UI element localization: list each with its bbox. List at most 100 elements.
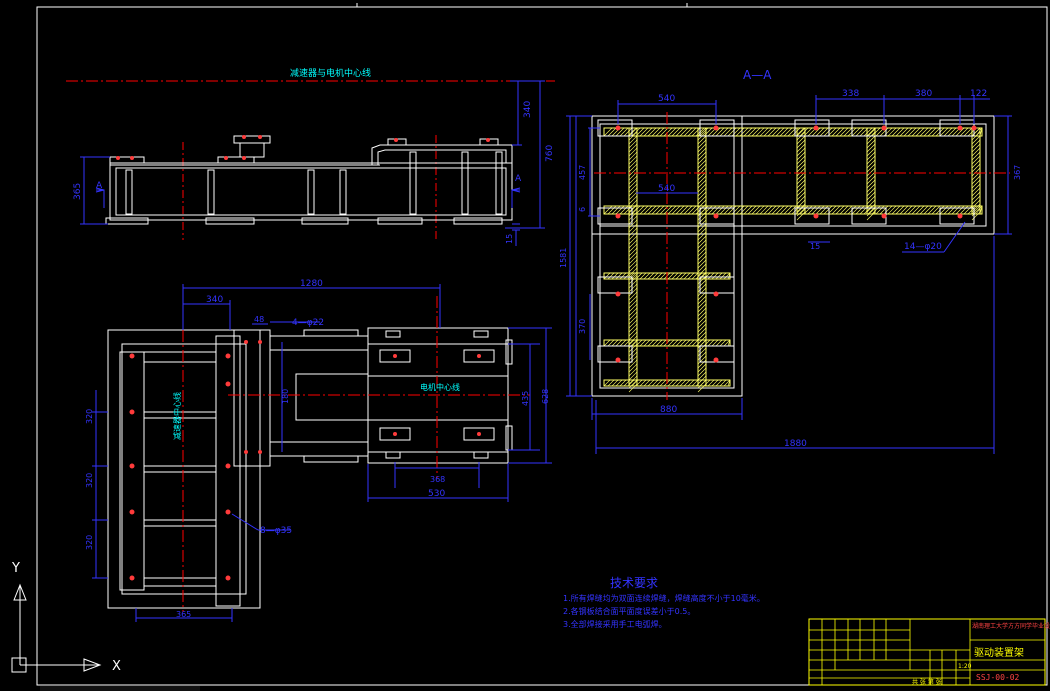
hatch-line: [823, 127, 833, 137]
hatch-line: [651, 205, 661, 215]
hatch-line: [697, 139, 707, 149]
hatch-line: [719, 205, 729, 215]
hatch-line: [791, 127, 801, 137]
hatch-line: [931, 205, 941, 215]
hatch-line: [697, 175, 707, 185]
hatch-line: [971, 147, 981, 157]
hatch-line: [863, 205, 873, 215]
front-view[interactable]: 减速器与电机中心线: [66, 67, 555, 246]
hatch-line: [866, 183, 876, 193]
hatch-line: [727, 272, 731, 280]
hatch-line: [628, 355, 638, 365]
hatch-line: [735, 127, 745, 137]
hatch-line: [659, 339, 667, 347]
dim-1280: 1280: [300, 279, 323, 289]
plan-dimensions: [92, 284, 552, 622]
hatch-line: [779, 205, 789, 215]
dim-122: 122: [970, 89, 987, 99]
hatch-line: [628, 243, 638, 253]
hatch-line: [811, 205, 821, 215]
hatch-line: [895, 205, 905, 215]
hatch-line: [863, 127, 873, 137]
hatch-line: [796, 175, 806, 185]
hatch-line: [671, 379, 679, 387]
hatch-line: [866, 139, 876, 149]
title-block-grid: [809, 619, 1045, 685]
plan-bolt-holes: [129, 340, 481, 581]
layout-tab-strip[interactable]: [40, 686, 200, 691]
hatch-line: [697, 179, 707, 189]
plan-view[interactable]: 电机中心线 减速器中心线 1280 340 48 4—φ22 320 320 3…: [85, 279, 552, 622]
hatch-line: [623, 339, 631, 347]
hatch-line: [611, 339, 619, 347]
title-block[interactable]: 湖南理工大学方方同学毕业设计 驱动装置架 SSJ-00-02 1:20 共 张 …: [808, 618, 1050, 686]
hatch-line: [697, 331, 707, 341]
hatch-line: [628, 207, 638, 217]
hatch-line: [866, 211, 876, 221]
hatch-line: [628, 211, 638, 221]
hatch-line: [723, 339, 731, 347]
hatch-line: [866, 199, 876, 209]
hatch-line: [635, 339, 643, 347]
hatch-line: [871, 205, 881, 215]
top-centerline-label: 减速器与电机中心线: [290, 67, 371, 79]
hatch-line: [971, 127, 981, 137]
hatch-line: [711, 339, 719, 347]
hatch-line: [755, 205, 765, 215]
hatch-line: [791, 205, 801, 215]
hatch-line: [697, 159, 707, 169]
dim-880: 880: [660, 405, 677, 415]
hatch-line: [855, 127, 865, 137]
hatch-line: [628, 179, 638, 189]
hatch-line: [675, 127, 685, 137]
hatch-line: [697, 195, 707, 205]
hatch-line: [859, 127, 869, 137]
hatch-line: [839, 127, 849, 137]
front-pads: [109, 135, 499, 164]
hatch-line: [775, 205, 785, 215]
hatch-line: [755, 127, 765, 137]
hatch-line: [659, 379, 667, 387]
hatch-line: [687, 379, 695, 387]
hatch-line: [915, 205, 925, 215]
hatch-line: [971, 187, 981, 197]
hatch-line: [607, 339, 615, 347]
hatch-line: [647, 127, 657, 137]
hatch-line: [839, 205, 849, 215]
hatch-line: [655, 205, 665, 215]
hatch-line: [697, 367, 707, 377]
hatch-line: [796, 127, 806, 137]
front-feet: [105, 217, 503, 225]
hatch-line: [619, 379, 627, 387]
hatch-line: [679, 379, 687, 387]
hatch-line: [947, 205, 957, 215]
dim-6-left: 6: [578, 207, 587, 212]
hatch-line: [783, 205, 793, 215]
hatch-line: [675, 379, 683, 387]
hatch-line: [971, 179, 981, 189]
hatch-line: [628, 339, 638, 349]
hatch-line: [743, 205, 753, 215]
hatch-line: [628, 371, 638, 381]
hatch-line: [628, 383, 638, 393]
hatch-line: [667, 205, 677, 215]
hatch-line: [903, 127, 913, 137]
hatch-line: [699, 272, 707, 280]
hatch-line: [628, 159, 638, 169]
hatch-line: [703, 127, 713, 137]
hatch-line: [628, 315, 638, 325]
hatch-line: [796, 179, 806, 189]
hatch-line: [895, 127, 905, 137]
hatch-line: [866, 151, 876, 161]
hatch-line: [799, 205, 809, 215]
hatch-line: [911, 205, 921, 215]
hatch-line: [697, 383, 707, 393]
hatch-line: [628, 187, 638, 197]
hatch-line: [715, 339, 723, 347]
hatch-line: [731, 205, 741, 215]
hatch-line: [835, 205, 845, 215]
hatch-line: [697, 323, 707, 333]
section-a-a-view[interactable]: A—A: [559, 68, 1022, 454]
hatch-line: [715, 379, 723, 387]
